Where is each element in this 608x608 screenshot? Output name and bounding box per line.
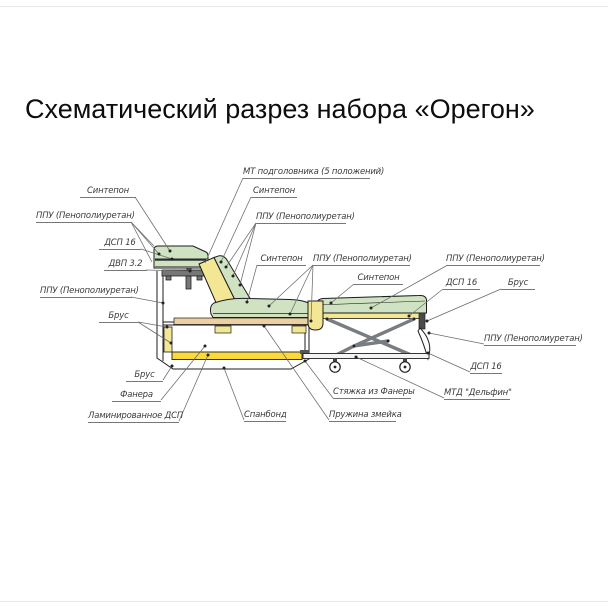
rollout-bottom-bar: [302, 353, 430, 359]
label-sintepon-mid: Синтепон: [257, 255, 306, 266]
label-spanbond: Спанбонд: [244, 410, 287, 422]
leader-dots: [157, 249, 431, 370]
edge-bracket: [418, 312, 426, 330]
frame-bracket: [300, 350, 309, 354]
label-mt-podgolovnika: МТ подголовника (5 положений): [243, 167, 385, 179]
label-ppu-right-top: ППУ (Пенополиуретан): [446, 254, 545, 266]
label-pruzhina-zmeyka: Пружина змейка: [329, 410, 402, 422]
label-sintepon-right: Синтепон: [354, 274, 403, 285]
label-laminirovannoe-dsp: Ламинированное ДСП: [88, 411, 184, 423]
label-fanera: Фанера: [112, 391, 161, 402]
plywood-tie: [173, 317, 309, 325]
label-brus-right: Брус: [501, 279, 535, 290]
label-ppu-right-lower: ППУ (Пенополиуретан): [484, 334, 583, 346]
photo-border-bottom: [0, 601, 608, 602]
leader-lines: [130, 177, 502, 422]
page-title: Схематический разрез набора «Орегон»: [25, 94, 535, 124]
bottom-laminate-strip: [171, 351, 303, 360]
label-styazhka-iz-fanery: Стяжка из Фанеры: [333, 387, 415, 399]
seat-cushion: [209, 297, 315, 318]
label-brus-left: Брус: [99, 312, 138, 323]
wheels: [329, 358, 411, 373]
label-mtd-delfin: МТД "Дельфин": [444, 388, 512, 400]
photo-border-top: [0, 6, 608, 7]
wood-bar-right: [291, 325, 307, 334]
label-sintepon-left: Синтепон: [80, 187, 136, 198]
headrest-dsp-layer: [155, 258, 207, 261]
label-dvp32-left: ДВП 3.2: [104, 260, 147, 271]
seat-end-board: [307, 300, 324, 331]
label-ppu-left-mid: ППУ (Пенополиуретан): [40, 286, 139, 298]
label-dsp16-right-top: ДСП 16: [443, 279, 480, 290]
label-dsp16-right-lower: ДСП 16: [470, 362, 502, 374]
scissor-legs: [325, 317, 416, 358]
label-sintepon-top: Синтепон: [251, 187, 297, 198]
rollout-mechanism: [300, 312, 431, 373]
wood-bar-left: [214, 325, 232, 334]
label-ppu-left-top: ППУ (Пенополиуретан): [36, 211, 135, 223]
label-dsp16-left: ДСП 16: [99, 239, 141, 250]
curved-side-board: [417, 327, 431, 361]
rollout-dsp-board: [316, 312, 421, 319]
label-ppu-mid: ППУ (Пенополиуретан): [313, 254, 412, 266]
label-brus-left-lower: Брус: [126, 371, 163, 382]
label-ppu-top: ППУ (Пенополиуретан): [256, 212, 355, 224]
